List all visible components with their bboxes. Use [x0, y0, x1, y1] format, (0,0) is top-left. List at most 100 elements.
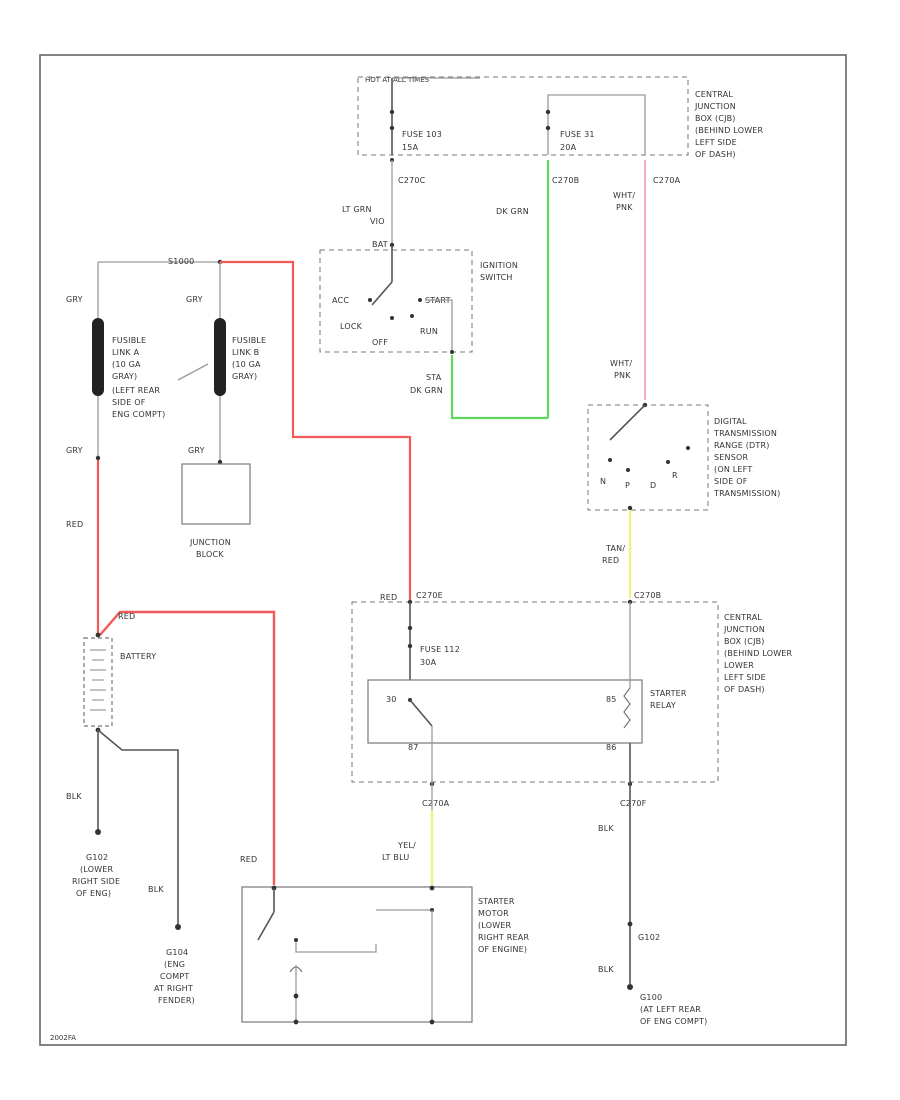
relay-coil	[623, 687, 631, 729]
battery-label: BATTERY	[120, 652, 156, 661]
gry-1-label: GRY	[66, 295, 83, 304]
starter-relay-box	[367, 679, 643, 744]
fusible-b-bottom-dot	[217, 459, 223, 465]
cjb-top-line-3: BOX (CJB)	[695, 114, 736, 123]
fuse-112-rating: 30A	[420, 658, 437, 667]
dtr-pin-d: D	[650, 481, 656, 490]
fusible-a-line-2: LINK A	[112, 348, 140, 357]
fusible-a-line-4: GRAY)	[112, 372, 137, 381]
dtrs-line-7: TRANSMISSION)	[713, 489, 780, 498]
fuse-31-rating: 20A	[560, 143, 577, 152]
red-4-label: RED	[240, 855, 257, 864]
c270b-mid-label: C270B	[634, 591, 661, 600]
relay-pin-85: 85	[606, 695, 617, 704]
starter-relay-line-1: STARTER	[650, 689, 687, 698]
relay-pin-86: 86	[606, 743, 617, 752]
fusible-link-b	[214, 318, 226, 396]
starter-ground-dot	[293, 1019, 299, 1025]
g104-line-1: G104	[166, 948, 188, 957]
starter-motor-line-5: OF ENGINE)	[478, 945, 527, 954]
dk-grn-upper-label: DK GRN	[496, 207, 529, 216]
g100-ground-dot	[627, 984, 633, 990]
s1000-label: S1000	[168, 257, 194, 266]
run-label: RUN	[420, 327, 438, 336]
start-dot	[418, 298, 422, 302]
relay-contact	[409, 699, 433, 727]
cjb-top-box	[357, 76, 689, 156]
yel-lt-blu-2: LT BLU	[382, 853, 409, 862]
fusible-b-line-3: (10 GA	[232, 360, 261, 369]
dtr-switch-blade	[609, 404, 646, 441]
ignition-switch-line-1: IGNITION	[480, 261, 518, 270]
starter-motor-box	[241, 886, 473, 1023]
red-2-label: RED	[118, 612, 135, 621]
dtrs-line-5: (ON LEFT	[714, 465, 752, 474]
starter-motor-line-2: MOTOR	[478, 909, 509, 918]
c270f-label: C270F	[620, 799, 647, 808]
cjb-mid-line-3: BOX (CJB)	[724, 637, 765, 646]
blk-1-label: BLK	[66, 792, 82, 801]
c270b-top-label: C270B	[552, 176, 579, 185]
fusible-a-bottom-dot	[95, 455, 101, 461]
hot-at-all-times-label: HOT AT ALL TIMES	[365, 76, 430, 84]
cjb-top-line-4: (BEHIND LOWER	[695, 126, 764, 135]
g104-line-5: FENDER)	[158, 996, 195, 1005]
g102-ground-dot	[95, 829, 101, 835]
cjb-mid-line-6: LEFT SIDE	[724, 673, 766, 682]
off-label: OFF	[372, 338, 388, 347]
starter-coil-ground-dot	[429, 1019, 435, 1025]
lt-grn-label: LT GRN	[342, 205, 372, 214]
dtr-output-dot	[627, 505, 633, 511]
lock-label: LOCK	[340, 322, 363, 331]
fuse-103-label: FUSE 103	[402, 130, 442, 139]
dtrs-line-3: RANGE (DTR)	[714, 441, 770, 450]
battery-plates	[90, 649, 106, 711]
fusible-b-line-2: LINK B	[232, 348, 259, 357]
c270a-top-label: C270A	[653, 176, 681, 185]
dtrs-line-4: SENSOR	[714, 453, 748, 462]
c270a-label: C270A	[422, 799, 450, 808]
dk-grn-lower-label: DK GRN	[410, 386, 443, 395]
tan-red-1: TAN/	[605, 544, 625, 553]
g100-line-3: OF ENG COMPT)	[640, 1017, 707, 1026]
g104-line-3: COMPT	[160, 972, 190, 981]
fuse-103-dot-b	[389, 125, 395, 131]
dtrs-line-6: SIDE OF	[714, 477, 748, 486]
g102-node-label: G102	[638, 933, 660, 942]
cjb-mid-line-5: LOWER	[724, 661, 754, 670]
fusible-a-line-1: FUSIBLE	[112, 336, 146, 345]
diagram-id: 2002FA	[50, 1034, 76, 1042]
red-starter-feed-wire	[99, 610, 276, 885]
g102-node-dot	[627, 921, 633, 927]
cjb-top-line-5: LEFT SIDE	[695, 138, 737, 147]
sta-label: STA	[426, 373, 442, 382]
fusible-b-line-1: FUSIBLE	[232, 336, 266, 345]
wht-pnk-upper-1: WHT/	[613, 191, 635, 200]
fusible-b-line-4: GRAY)	[232, 372, 257, 381]
battery-body	[83, 637, 113, 727]
vio-label: VIO	[370, 217, 385, 226]
bat-label: BAT	[372, 240, 388, 249]
dtr-pin-n-dot	[608, 458, 612, 462]
relay-pin-30: 30	[386, 695, 397, 704]
g102-line-4: OF ENG)	[76, 889, 111, 898]
relay-pin-87: 87	[408, 743, 419, 752]
acc-label: ACC	[332, 296, 349, 305]
fuse-31-dot-a	[545, 109, 551, 115]
g104-line-2: (ENG	[164, 960, 185, 969]
ignition-switch-blade	[371, 281, 393, 306]
dtrs-line-2: TRANSMISSION	[713, 429, 777, 438]
diagram-frame	[39, 54, 847, 1046]
gry-3-label: GRY	[66, 446, 83, 455]
cjb-mid-line-1: CENTRAL	[724, 613, 762, 622]
starter-s-dot	[429, 885, 435, 891]
junction-block-line-1: JUNCTION	[189, 538, 231, 547]
fuse-103-rating: 15A	[402, 143, 419, 152]
dtr-pin-d-dot	[666, 460, 670, 464]
yel-lt-blu-1: YEL/	[397, 841, 416, 850]
blk-3-label: BLK	[598, 824, 614, 833]
blk-4-label: BLK	[598, 965, 614, 974]
starter-motor-line-1: STARTER	[478, 897, 515, 906]
dk-grn-lower-wire	[450, 355, 548, 420]
